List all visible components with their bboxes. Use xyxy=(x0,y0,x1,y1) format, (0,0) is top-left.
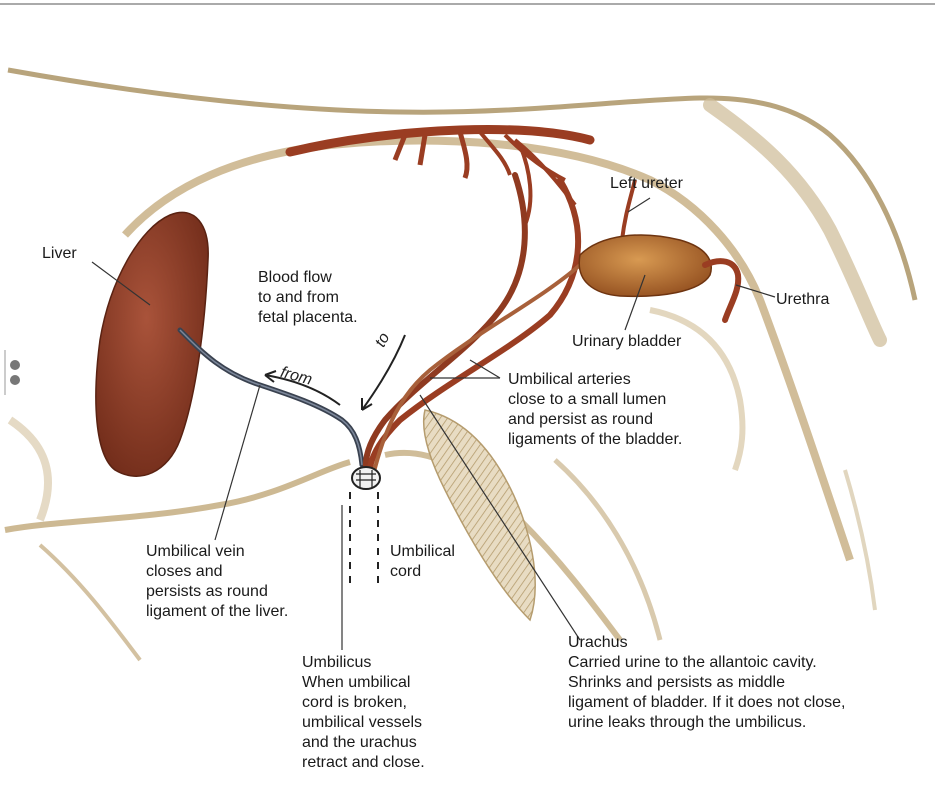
limb-outline xyxy=(555,460,660,640)
label-blood-flow: Blood flow to and from fetal placenta. xyxy=(258,268,358,328)
leader-umbilical-vein xyxy=(215,385,260,540)
label-urethra-text: Urethra xyxy=(776,290,829,310)
limb-outline-2 xyxy=(845,470,875,610)
label-urinary-bladder: Urinary bladder xyxy=(572,332,681,352)
umbilical-cord-line-2: cord xyxy=(390,562,455,582)
abdomen-line-2 xyxy=(40,545,140,660)
umbilical-vein-line-4: ligament of the liver. xyxy=(146,602,288,622)
label-left-ureter: Left ureter xyxy=(610,174,683,194)
urachus-line-3: Shrinks and persists as middle xyxy=(568,673,846,693)
umbilical-cord-line-1: Umbilical xyxy=(390,542,455,562)
blood-flow-line-3: fetal placenta. xyxy=(258,308,358,328)
label-urethra: Urethra xyxy=(776,290,829,310)
label-umbilicus: Umbilicus When umbilical cord is broken,… xyxy=(302,653,425,773)
umbilicus-line-6: retract and close. xyxy=(302,753,425,773)
label-urachus: Urachus Carried urine to the allantoic c… xyxy=(568,633,846,733)
urachus-line-5: urine leaks through the umbilicus. xyxy=(568,713,846,733)
urachus-line-1: Urachus xyxy=(568,633,846,653)
label-urinary-bladder-text: Urinary bladder xyxy=(572,332,681,352)
umbilicus-line-5: and the urachus xyxy=(302,733,425,753)
umbilical-vein xyxy=(180,330,362,465)
label-umbilical-cord: Umbilical cord xyxy=(390,542,455,582)
umbilical-arteries-line-4: ligaments of the bladder. xyxy=(508,430,682,450)
label-umbilical-arteries: Umbilical arteries close to a small lume… xyxy=(508,370,682,450)
label-left-ureter-text: Left ureter xyxy=(610,174,683,194)
label-liver-text: Liver xyxy=(42,244,77,264)
umbilicus-knot xyxy=(352,467,380,489)
umbilicus-line-3: cord is broken, xyxy=(302,693,425,713)
umbilical-arteries-line-1: Umbilical arteries xyxy=(508,370,682,390)
blood-flow-line-2: to and from xyxy=(258,288,358,308)
abdomen-outline xyxy=(5,462,350,530)
urachus-line-4: ligament of bladder. If it does not clos… xyxy=(568,693,846,713)
umbilical-arteries-line-2: close to a small lumen xyxy=(508,390,682,410)
umbilical-vein-line-2: closes and xyxy=(146,562,288,582)
urinary-bladder xyxy=(579,235,711,296)
umbilical-vein-line-1: Umbilical vein xyxy=(146,542,288,562)
blood-flow-line-1: Blood flow xyxy=(258,268,358,288)
umbilical-vein-line-3: persists as round xyxy=(146,582,288,602)
umbilicus-line-1: Umbilicus xyxy=(302,653,425,673)
label-umbilical-vein: Umbilical vein closes and persists as ro… xyxy=(146,542,288,622)
umbilicus-line-2: When umbilical xyxy=(302,673,425,693)
flank-shading xyxy=(10,420,48,520)
label-liver: Liver xyxy=(42,244,77,264)
umbilicus-line-4: umbilical vessels xyxy=(302,713,425,733)
umbilical-arteries-line-3: and persist as round xyxy=(508,410,682,430)
urachus-line-2: Carried urine to the allantoic cavity. xyxy=(568,653,846,673)
